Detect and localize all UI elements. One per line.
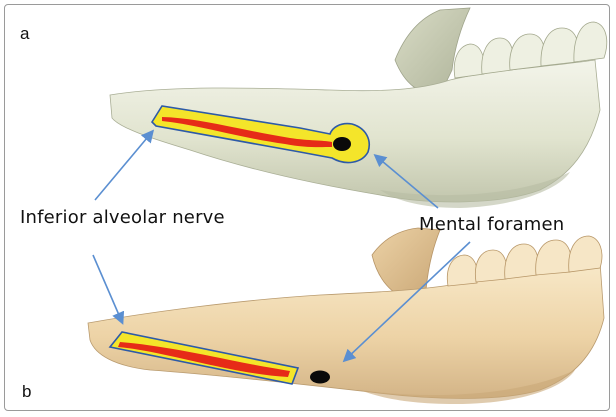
mandible-top [110, 8, 607, 208]
arrow-nerve-bottom [93, 255, 122, 322]
label-inferior-alveolar-nerve: Inferior alveolar nerve [20, 207, 225, 228]
mandible-bottom [88, 228, 604, 404]
panel-label-b: b [22, 382, 31, 402]
mental-foramen-hole [310, 371, 330, 384]
panel-label-a: a [20, 24, 29, 44]
arrow-nerve-top [95, 132, 152, 200]
label-mental-foramen: Mental foramen [419, 214, 564, 235]
